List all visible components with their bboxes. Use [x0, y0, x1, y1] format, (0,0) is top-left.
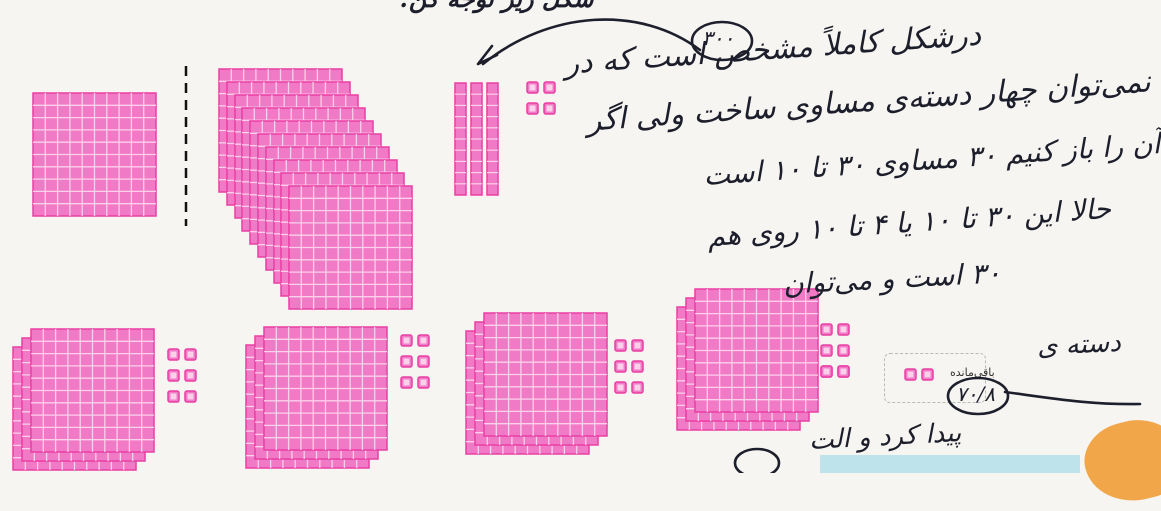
note-line-6: دسته ی: [1037, 328, 1122, 362]
worksheet-page: شکل زیر توجه کن: باقی‌مانده ۳۰۰ درشکل کا…: [0, 0, 1161, 473]
circle-annotation-2-text: ۷۰/۸: [956, 382, 995, 406]
circle-annotation-3: [735, 449, 779, 473]
underline-stroke: [1005, 392, 1140, 404]
